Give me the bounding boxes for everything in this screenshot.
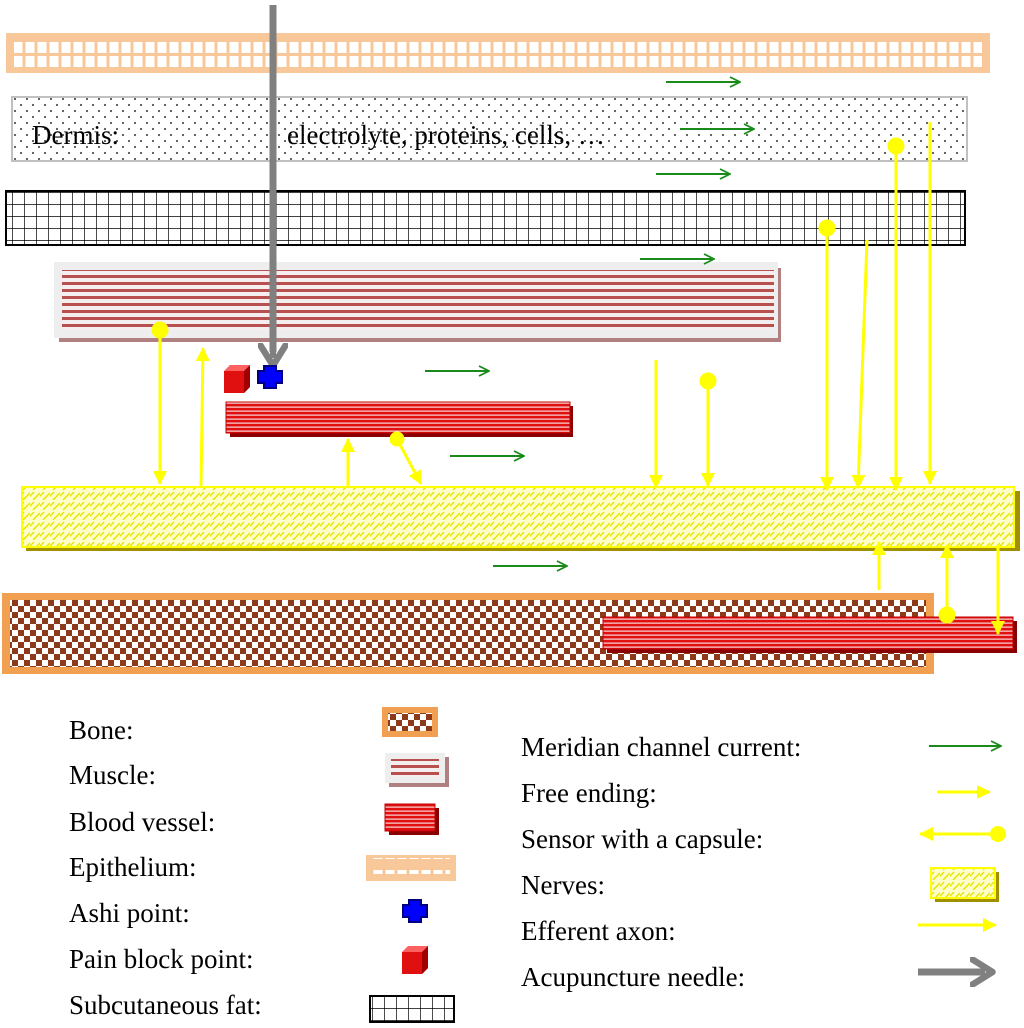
epithelium-layer [6,33,990,73]
dermis-label: Dermis: [32,120,119,150]
blood-vessel-lower [602,616,1017,653]
legend-swatch-subcutaneous-fat [369,995,455,1023]
legend-label-epithelium: Epithelium: [69,852,197,882]
sensor-with-capsule [389,431,423,485]
legend-left: Bone: Muscle: Blood vessel: Epithelium: … [69,707,456,1023]
legend-label-subcutaneous-fat: Subcutaneous fat: [69,990,262,1020]
legend-swatch-nerves [930,867,999,902]
legend-swatch-epithelium [366,855,456,881]
legend-label-nerves: Nerves: [521,870,605,900]
subcutaneous-fat-layer [5,190,966,246]
legend-swatch-blood-vessel [384,803,439,835]
free-ending [195,347,210,488]
nerve-fibers [151,122,1005,635]
muscle-layer [54,262,781,342]
pain-block-point [224,365,250,393]
meridian-currents [425,82,754,566]
legend-label-sensor: Sensor with a capsule: [521,824,763,854]
legend-label-free-ending: Free ending: [521,778,657,808]
legend-swatch-ashi-point [402,899,428,923]
sensor-with-capsule [818,219,836,491]
sensor-with-capsule [938,544,956,624]
efferent-axon [851,239,869,489]
legend-right: Meridian channel current: Free ending: S… [521,732,1006,992]
legend-label-muscle: Muscle: [69,760,156,790]
legend-swatch-pain-block-point [402,946,428,974]
blood-vessel-upper [225,401,573,437]
sensor-with-capsule [699,372,717,487]
legend-swatch-muscle [385,753,449,787]
legend-label-pain-block-point: Pain block point: [69,944,254,974]
legend-swatch-bone [382,707,438,737]
nerve-bundle [21,486,1020,551]
dermis-contents: electrolyte, proteins, cells, … [287,120,605,150]
legend-label-ashi-point: Ashi point: [69,898,190,928]
sensor-with-capsule [887,137,905,491]
dermis-layer: Dermis: electrolyte, proteins, cells, … [11,96,968,162]
ashi-point [257,365,283,389]
legend-label-blood-vessel: Blood vessel: [69,807,215,837]
legend-swatch-sensor [919,826,1006,842]
sensor-with-capsule [151,321,169,485]
legend-label-efferent-axon: Efferent axon: [521,916,676,946]
legend-label-bone: Bone: [69,715,134,745]
legend-label-needle: Acupuncture needle: [521,962,745,992]
legend-label-meridian: Meridian channel current: [521,732,801,762]
